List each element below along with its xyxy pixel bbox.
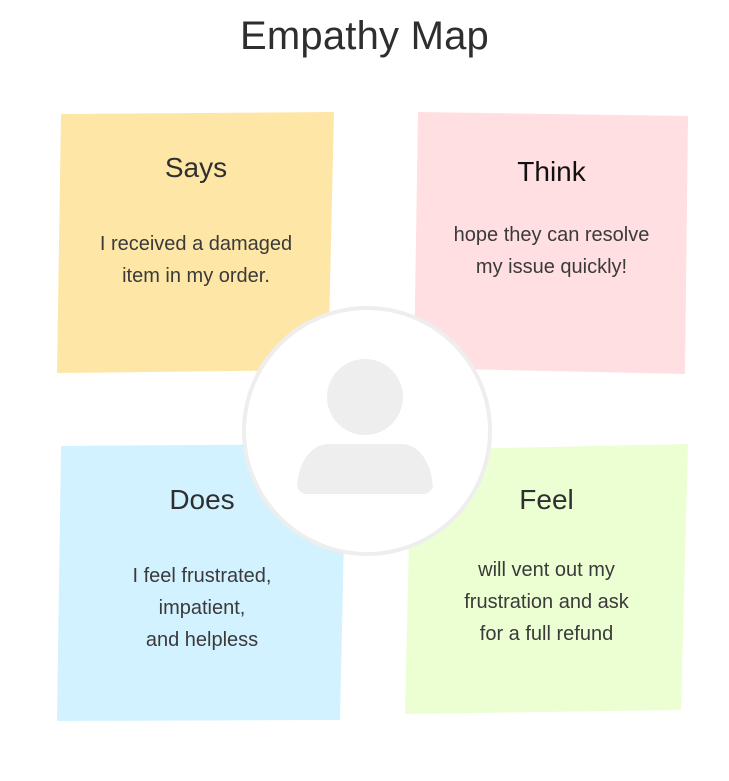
user-icon (242, 306, 492, 556)
does-heading: Does (169, 484, 235, 515)
says-quadrant: Says I received a damaged item in my ord… (57, 112, 335, 374)
feel-text: will vent out my frustration and ask for… (464, 559, 629, 645)
feel-heading: Feel (519, 484, 574, 515)
says-note-background (57, 112, 334, 373)
says-heading: Says (164, 152, 228, 183)
does-text: I feel frustrated, impatient, and helple… (132, 565, 272, 651)
feel-note-background (405, 444, 688, 714)
think-text: hope they can resolve my issue quickly! (453, 224, 650, 278)
think-quadrant: Think hope they can resolve my issue qui… (414, 112, 689, 374)
says-text: I received a damaged item in my order. (99, 233, 293, 287)
page-title: Empathy Map (240, 14, 489, 58)
think-note-background (414, 112, 688, 374)
think-heading: Think (517, 156, 586, 187)
avatar (241, 305, 493, 557)
feel-quadrant: Feel will vent out my frustration and as… (405, 444, 688, 716)
